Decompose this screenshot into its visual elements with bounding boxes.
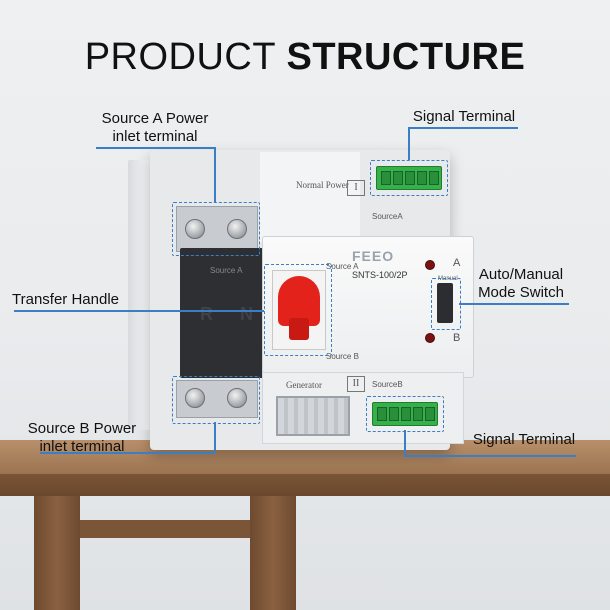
- face-generator: Generator: [286, 380, 322, 390]
- face-source-b-small: Source B: [326, 352, 359, 361]
- auto-manual-switch[interactable]: [437, 283, 453, 323]
- screw-icon: [227, 219, 247, 239]
- pin-icon: [377, 407, 387, 421]
- leader-source-b-h: [40, 452, 215, 454]
- transfer-handle[interactable]: [278, 276, 320, 326]
- panel-letter-n: N: [240, 304, 253, 324]
- label-source-b: Source B Power inlet terminal: [27, 420, 137, 455]
- leader-source-b-v: [214, 422, 216, 452]
- label-signal-top: Signal Terminal: [412, 108, 516, 125]
- table-rail: [80, 520, 250, 538]
- pin-icon: [401, 407, 411, 421]
- label-transfer-handle: Transfer Handle: [12, 291, 119, 308]
- table-leg-left: [34, 496, 80, 610]
- indicator-a-light: [425, 260, 435, 270]
- callout-box-transfer-handle: [264, 264, 332, 356]
- leader-signal-top-h: [408, 127, 518, 129]
- leader-mode-switch: [459, 303, 569, 305]
- face-source-a-small: Source A: [326, 262, 359, 271]
- pin-icon: [393, 171, 403, 185]
- callout-box-mode-switch: [431, 278, 461, 330]
- face-source-label-bottom: SourceB: [372, 380, 403, 389]
- pin-icon: [405, 171, 415, 185]
- callout-box-source-b: [172, 376, 260, 424]
- dark-panel: R N: [180, 248, 270, 378]
- screw-icon: [227, 388, 247, 408]
- screw-icon: [185, 388, 205, 408]
- manual-label: Manual: [438, 276, 458, 282]
- pin-icon: [381, 171, 391, 185]
- label-auto-manual: Auto/Manual Mode Switch: [478, 266, 564, 301]
- leader-signal-bottom-h: [404, 455, 576, 457]
- table-front: [0, 474, 610, 496]
- face-source-a: Source A: [210, 266, 243, 275]
- page-title: PRODUCT STRUCTURE: [0, 36, 610, 79]
- brand-logo: FEEO: [352, 248, 395, 264]
- device-top-block: [260, 152, 360, 242]
- leader-signal-bottom-v: [404, 430, 406, 455]
- callout-box-signal-bottom: [366, 396, 444, 432]
- callout-box-signal-top: [370, 160, 448, 196]
- leader-source-a-h: [96, 147, 214, 149]
- indicator-b-light: [425, 333, 435, 343]
- roman-two: II: [347, 376, 365, 392]
- callout-box-source-a: [172, 202, 260, 256]
- label-source-a: Source A Power inlet terminal: [101, 110, 209, 145]
- table-leg-middle: [250, 496, 296, 610]
- face-source-label-top: SourceA: [372, 212, 403, 221]
- pin-icon: [413, 407, 423, 421]
- title-bold: STRUCTURE: [286, 36, 526, 78]
- pin-icon: [425, 407, 435, 421]
- indicator-b-label: B: [453, 332, 461, 344]
- leader-transfer-handle: [14, 310, 264, 312]
- pin-icon: [389, 407, 399, 421]
- panel-letter-r: R: [200, 304, 213, 324]
- roman-one: I: [347, 180, 365, 196]
- leader-source-a-v: [214, 147, 216, 202]
- signal-terminal-top: [376, 166, 442, 190]
- model-number: SNTS-100/2P: [352, 270, 408, 280]
- title-light: PRODUCT: [84, 36, 276, 78]
- indicator-a-label: A: [453, 257, 461, 269]
- label-signal-bottom: Signal Terminal: [472, 431, 576, 448]
- transfer-handle-stem[interactable]: [289, 318, 309, 340]
- face-normal-power: Normal Power: [296, 180, 349, 190]
- signal-terminal-bottom: [372, 402, 438, 426]
- pin-icon: [429, 171, 439, 185]
- leader-signal-top-v: [408, 127, 410, 160]
- generator-icon: [276, 396, 350, 436]
- pin-icon: [417, 171, 427, 185]
- screw-icon: [185, 219, 205, 239]
